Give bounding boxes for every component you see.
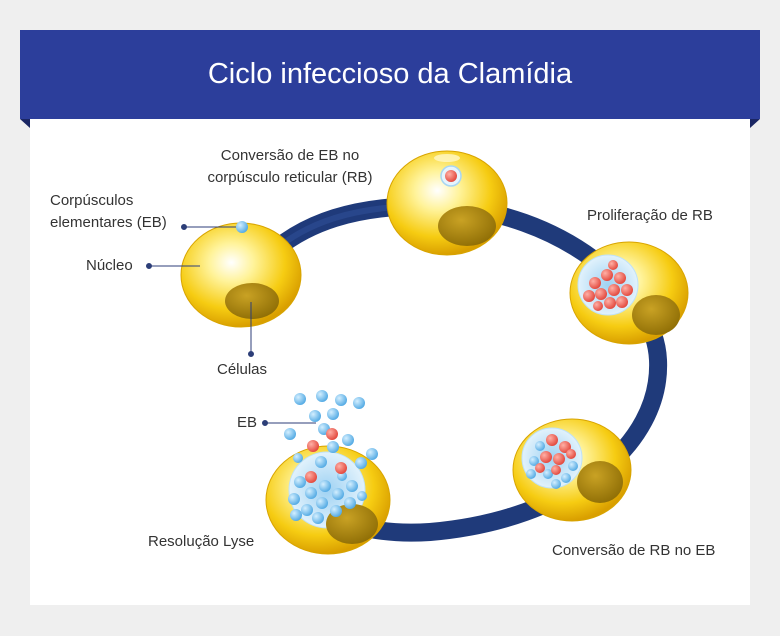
label-elementary-bodies: Corpúsculos elementares (EB)	[50, 190, 167, 234]
label-eb: EB	[237, 414, 258, 431]
banner-fold-right	[750, 119, 760, 128]
released-eb-particles	[284, 390, 378, 483]
label-lysis: Resolução Lyse	[148, 533, 255, 550]
banner-fold-left	[20, 119, 30, 128]
rb-particle	[445, 170, 457, 182]
cell-initial	[180, 221, 302, 328]
title-banner: Ciclo infeccioso da Clamídia	[20, 30, 760, 119]
cell-rb-to-eb	[512, 418, 632, 522]
label-rb-to-eb: Conversão de RB no EB	[552, 542, 716, 559]
label-eb-to-rb: Conversão de EB no corpúsculo reticular …	[202, 145, 378, 189]
page-title: Ciclo infeccioso da Clamídia	[207, 58, 573, 90]
leader-lines	[146, 224, 316, 426]
nucleus-icon	[225, 283, 279, 319]
cell-eb-to-rb	[386, 150, 508, 256]
label-eb-to-rb-line2: corpúsculo reticular (RB)	[207, 169, 373, 186]
label-elementary-bodies-line2: elementares (EB)	[50, 214, 167, 231]
cell-lysis	[265, 445, 391, 555]
label-cells: Células	[217, 361, 268, 378]
label-nucleus: Núcleo	[86, 257, 133, 274]
label-eb-to-rb-line1: Conversão de EB no	[220, 147, 360, 164]
label-elementary-bodies-line1: Corpúsculos	[50, 192, 134, 209]
label-rb-proliferation: Proliferação de RB	[587, 207, 713, 224]
cell-rb-proliferation	[569, 241, 689, 345]
eb-particle	[236, 221, 248, 233]
